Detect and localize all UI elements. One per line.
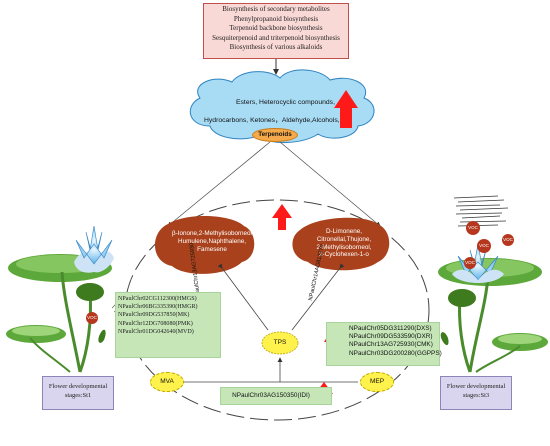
- right-compound-line: 2-Cyclohexen-1-o: [319, 251, 369, 259]
- mep-gene: NPaulChr05DG311290(DXS): [349, 325, 432, 332]
- left-compound-line: Humulene,Naphthalene,: [178, 237, 246, 245]
- idi-gene: NPaulChr03AG150350(IDI): [232, 392, 310, 399]
- voc-label: VOC: [465, 260, 475, 265]
- left-voc-bubble: [86, 312, 98, 324]
- right-leaf-shape: [292, 217, 390, 271]
- pathway-line: Sesquiterpenoid and triterpenoid biosynt…: [212, 33, 340, 42]
- left-compounds: β-Ionone,2-Methylisoborneol Humulene,Nap…: [172, 230, 252, 253]
- stage-line1: Flower developmental: [48, 383, 108, 390]
- left-leaf-shape: [154, 215, 255, 274]
- right-compounds: D-Limonene, Citronellal,Thujone, 2-Methy…: [302, 228, 386, 259]
- pathway-line: Phenylpropanoid biosynthesis: [233, 14, 319, 23]
- stage-line2: stages:St1: [64, 392, 92, 399]
- idi-gene-box: NPaulChr03AG150350(IDI): [220, 387, 332, 405]
- right-compound-line: D-Limonene,: [325, 228, 363, 235]
- mva-gene-box: NPaulChr02CG112300(HMGS) NPaulChr06BG335…: [115, 292, 221, 358]
- mva-oval: MVA: [150, 372, 184, 392]
- mep-gene: NPaulChr09DG533590(DXR): [349, 333, 433, 341]
- right-voc-bubble-3: [477, 239, 491, 253]
- mva-gene: NPaulChr09DG537850(MK): [118, 312, 190, 319]
- voc-label: VOC: [468, 225, 478, 230]
- cloud-up-arrow: [334, 90, 358, 128]
- pathway-line: Biosynthesis of various alkaloids: [229, 43, 323, 52]
- voc-label: VOC: [479, 243, 489, 248]
- cloud-text-line2: Hydrocarbons, Ketones，Aldehyde,Alcohols,: [204, 117, 340, 124]
- mep-gene: NPaulChr03DG200280(GGPPS): [349, 349, 442, 357]
- arrow-tps-right-leaf: [291, 263, 345, 331]
- stage-line1: Flower developmental: [446, 383, 506, 390]
- mva-gene: NPaulChr02CG112300(HMGS): [118, 296, 197, 302]
- mva-label: MVA: [160, 378, 174, 385]
- terpenoids-label: Terpenoids: [258, 131, 292, 138]
- center-up-arrow: [272, 204, 292, 230]
- mva-gene: NPaulChr12DG708080(PMK): [118, 320, 193, 327]
- left-compound-line: Famesene: [197, 245, 227, 253]
- mva-gene: NPaulChr01DG042640(MVD): [118, 328, 194, 335]
- voc-label: VOC: [503, 237, 513, 242]
- pathway-line: Terpenoid backbone biosynthesis: [229, 24, 323, 33]
- right-voc-bubble-1: [466, 221, 480, 235]
- stage-line2: stages:St3: [462, 392, 490, 399]
- mep-oval: MEP: [360, 372, 394, 392]
- mep-gene: NPaulChr13AG725930(CMK): [349, 341, 433, 349]
- right-lotus-illustration: [438, 195, 548, 373]
- arrow-cloud-right: [279, 141, 381, 227]
- right-voc-bubble-2: [502, 234, 514, 246]
- arrow-cloud-left: [167, 141, 271, 227]
- right-compound-line: 2-Methylisoborneol,: [316, 243, 372, 251]
- tps-label: TPS: [273, 339, 287, 346]
- mep-gene-box: NPaulChr05DG311290(DXS) NPaulChr09DG5335…: [326, 322, 442, 366]
- cloud-text-line1: Esters, Heterocyclic compounds,: [236, 99, 335, 106]
- arrow-tps-left-leaf: [217, 263, 269, 331]
- left-compound-line: β-Ionone,2-Methylisoborneol: [172, 230, 252, 237]
- right-volatile-lines: [453, 195, 509, 227]
- voc-label: VOC: [87, 315, 97, 320]
- right-voc-bubble-4: [464, 257, 476, 269]
- right-compound-line: Citronellal,Thujone,: [316, 235, 372, 243]
- mep-label: MEP: [369, 378, 385, 385]
- pathway-list-box: Biosynthesis of secondary metabolites Ph…: [203, 3, 349, 59]
- pathway-line: Biosynthesis of secondary metabolites: [222, 5, 330, 13]
- terpenoids-badge: Terpenoids: [252, 128, 298, 142]
- left-lotus-illustration: [6, 225, 127, 373]
- mva-gene: NPaulChr06BG335390(HMGR): [118, 304, 198, 311]
- tps-oval: [261, 331, 299, 355]
- stage-box-st3: Flower developmental stages:St3: [440, 376, 512, 410]
- terpenoid-cloud: [189, 69, 375, 144]
- stage-box-st1: Flower developmental stages:St1: [42, 376, 114, 410]
